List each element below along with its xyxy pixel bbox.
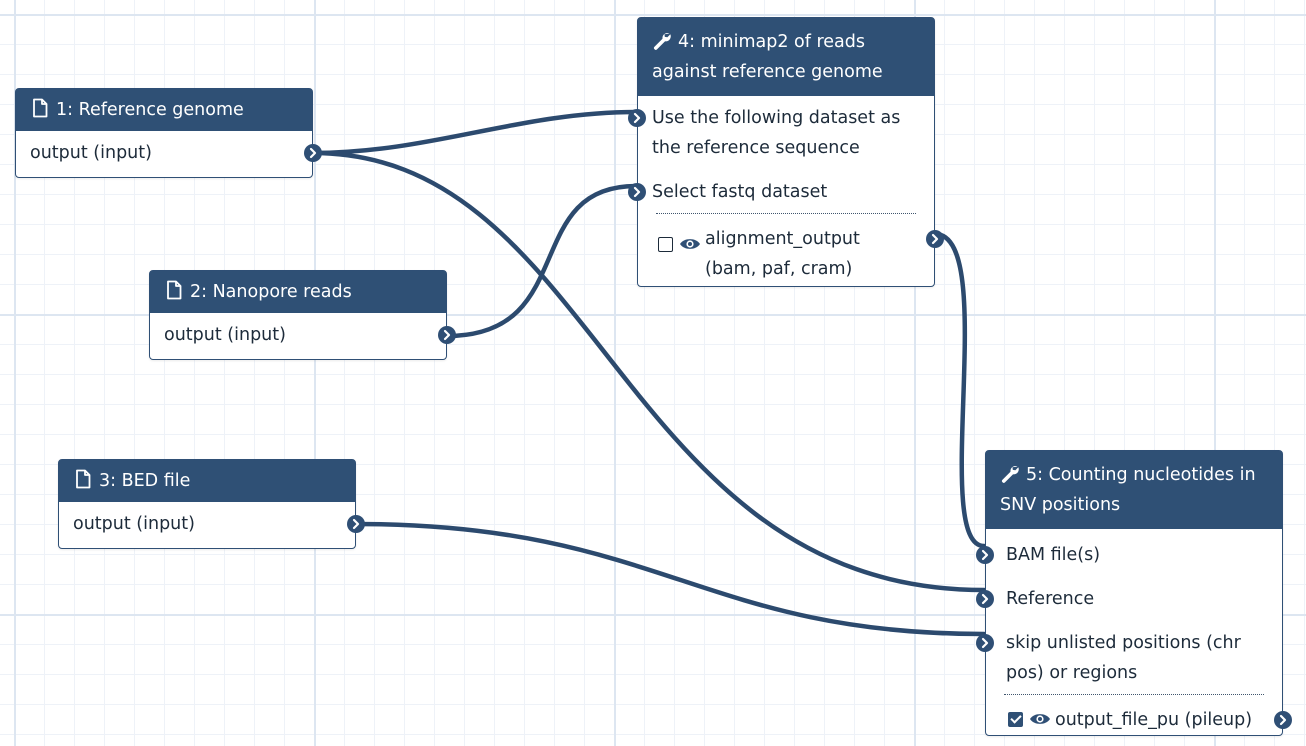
output-terminal[interactable] <box>304 144 322 162</box>
output-label: output (input) <box>30 143 152 163</box>
workflow-node-nanopore-reads[interactable]: 2: Nanopore reads output (input) <box>149 270 456 360</box>
divider <box>656 213 916 214</box>
output-checkbox[interactable] <box>658 237 673 252</box>
node-header[interactable]: 1: Reference genome <box>16 89 312 131</box>
input-label: Use the following dataset as the referen… <box>652 108 901 158</box>
output-row: output (input) <box>16 131 322 175</box>
node-header[interactable]: 5: Counting nucleotides in SNV positions <box>986 451 1282 529</box>
file-icon <box>164 280 184 300</box>
file-icon <box>73 469 93 489</box>
input-row-bam: BAM file(s) <box>976 540 1282 570</box>
wrench-icon <box>1000 463 1020 483</box>
output-row: output_file_pu (pileup) <box>986 705 1292 735</box>
node-title: 2: Nanopore reads <box>190 282 352 302</box>
wire-ref-to-minimap-reference <box>310 109 639 156</box>
wire-reads-to-minimap-fastq <box>444 183 639 339</box>
input-label: BAM file(s) <box>1006 545 1101 565</box>
node-title: 4: minimap2 of reads against reference g… <box>652 32 883 82</box>
output-terminal[interactable] <box>926 230 944 248</box>
input-label: Reference <box>1006 589 1095 609</box>
input-row-reference: Reference <box>976 584 1282 614</box>
node-header[interactable]: 2: Nanopore reads <box>150 271 446 313</box>
workflow-node-counting-nucleotides[interactable]: 5: Counting nucleotides in SNV positions… <box>976 450 1292 736</box>
input-label: skip unlisted positions (chr pos) or reg… <box>1006 633 1241 683</box>
file-icon <box>30 98 50 118</box>
output-terminal[interactable] <box>1274 711 1292 729</box>
input-terminal[interactable] <box>976 590 994 608</box>
output-row: alignment_output (bam, paf, cram) <box>638 224 944 284</box>
eye-icon[interactable] <box>1029 711 1051 727</box>
input-row-reference: Use the following dataset as the referen… <box>628 103 934 163</box>
wrench-icon <box>652 30 672 50</box>
input-label: Select fastq dataset <box>652 182 828 202</box>
output-row: output (input) <box>59 502 365 546</box>
output-terminal[interactable] <box>438 326 456 344</box>
node-header[interactable]: 3: BED file <box>59 460 355 502</box>
input-terminal[interactable] <box>628 183 646 201</box>
input-terminal[interactable] <box>628 109 646 127</box>
workflow-node-reference-genome[interactable]: 1: Reference genome output (input) <box>15 88 322 178</box>
input-terminal[interactable] <box>976 546 994 564</box>
node-title: 3: BED file <box>99 471 191 491</box>
wire-bed-to-counting-skip <box>353 521 987 637</box>
input-row-skip-unlisted: skip unlisted positions (chr pos) or reg… <box>976 628 1282 688</box>
output-checkbox[interactable] <box>1008 712 1023 727</box>
output-label: output_file_pu (pileup) <box>1055 710 1253 730</box>
input-row-fastq: Select fastq dataset <box>628 177 934 207</box>
workflow-node-bed-file[interactable]: 3: BED file output (input) <box>58 459 365 549</box>
wire-alignment-to-counting-bam <box>932 231 987 549</box>
output-label: alignment_output (bam, paf, cram) <box>705 229 860 279</box>
output-label: output (input) <box>164 325 286 345</box>
divider <box>1004 694 1264 695</box>
node-title: 5: Counting nucleotides in SNV positions <box>1000 465 1256 515</box>
workflow-node-minimap2[interactable]: 4: minimap2 of reads against reference g… <box>628 17 944 287</box>
input-terminal[interactable] <box>976 634 994 652</box>
output-label: output (input) <box>73 514 195 534</box>
output-row: output (input) <box>150 313 456 357</box>
node-title: 1: Reference genome <box>56 100 244 120</box>
eye-icon[interactable] <box>679 236 701 252</box>
node-header[interactable]: 4: minimap2 of reads against reference g… <box>638 18 934 96</box>
output-terminal[interactable] <box>347 515 365 533</box>
